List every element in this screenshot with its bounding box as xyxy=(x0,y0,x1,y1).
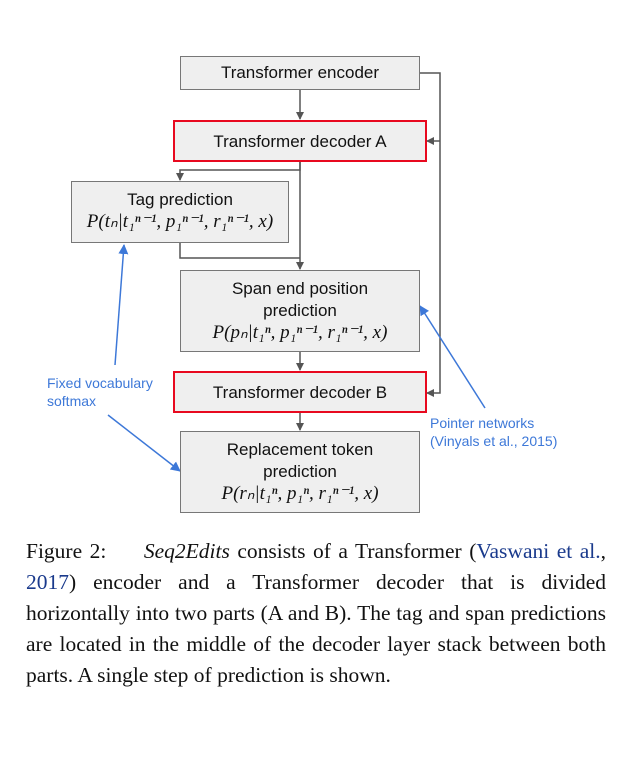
replacement-prediction-label-line2: prediction xyxy=(263,462,337,481)
citation-year-link[interactable]: 2017 xyxy=(26,570,69,594)
figure-title-italic: Seq2Edits xyxy=(143,539,230,563)
arrow-encoder-to-decoder-b xyxy=(420,72,441,397)
citation-author-link[interactable]: Vaswani et al. xyxy=(476,539,601,563)
pointer-networks-line1: Pointer networks xyxy=(430,415,535,431)
caption-text-1: consists of a Trans­former ( xyxy=(229,539,477,563)
pointer-networks-annotation: Pointer networks (Vinyals et al., 2015) xyxy=(430,414,557,450)
arrow-decoder-a-to-tag xyxy=(176,162,301,181)
span-prediction-node: Span end position prediction P(pₙ|t₁ⁿ, p… xyxy=(180,270,420,352)
fixed-vocabulary-line2: softmax xyxy=(47,393,97,409)
pointer-fixed-vocab-to-replacement xyxy=(107,414,181,472)
transformer-decoder-a-label: Transformer decoder A xyxy=(213,132,387,151)
pointer-networks-line2: (Vinyals et al., 2015) xyxy=(430,433,558,449)
fixed-vocabulary-line1: Fixed vocabulary xyxy=(47,375,153,391)
tag-prediction-formula: P(tₙ|t₁ⁿ⁻¹, p₁ⁿ⁻¹, r₁ⁿ⁻¹, x) xyxy=(86,211,274,232)
citation-separator: , xyxy=(600,539,606,563)
figure-label: Figure 2: xyxy=(26,539,107,563)
replacement-prediction-label-line1: Replacement token xyxy=(226,440,374,459)
caption-text-2: ) encoder and a Transformer decoder that… xyxy=(26,570,606,687)
replacement-prediction-node: Replacement token prediction P(rₙ|t₁ⁿ, p… xyxy=(180,431,420,513)
span-prediction-label-line2: prediction xyxy=(263,301,337,320)
diagram-connectors xyxy=(107,72,486,472)
span-prediction-formula: P(pₙ|t₁ⁿ, p₁ⁿ⁻¹, r₁ⁿ⁻¹, x) xyxy=(212,322,388,343)
transformer-encoder-node: Transformer encoder xyxy=(180,56,420,90)
transformer-encoder-label: Transformer encoder xyxy=(220,63,380,82)
replacement-prediction-formula: P(rₙ|t₁ⁿ, p₁ⁿ, r₁ⁿ⁻¹, x) xyxy=(221,483,379,504)
fixed-vocabulary-annotation: Fixed vocabulary softmax xyxy=(47,374,153,410)
arrow-tag-to-span xyxy=(179,243,300,259)
tag-prediction-label: Tag prediction xyxy=(127,190,233,209)
pointer-fixed-vocab-to-tag xyxy=(114,244,129,366)
transformer-decoder-b-label: Transformer decoder B xyxy=(212,383,388,402)
tag-prediction-node: Tag prediction P(tₙ|t₁ⁿ⁻¹, p₁ⁿ⁻¹, r₁ⁿ⁻¹,… xyxy=(71,181,289,243)
pointer-networks-to-span xyxy=(419,305,486,409)
figure-caption: Figure 2: Seq2Edits consists of a Trans­… xyxy=(26,536,606,691)
transformer-decoder-a-node: Transformer decoder A xyxy=(173,120,427,162)
transformer-decoder-b-node: Transformer decoder B xyxy=(173,371,427,413)
span-prediction-label-line1: Span end position xyxy=(231,279,369,298)
